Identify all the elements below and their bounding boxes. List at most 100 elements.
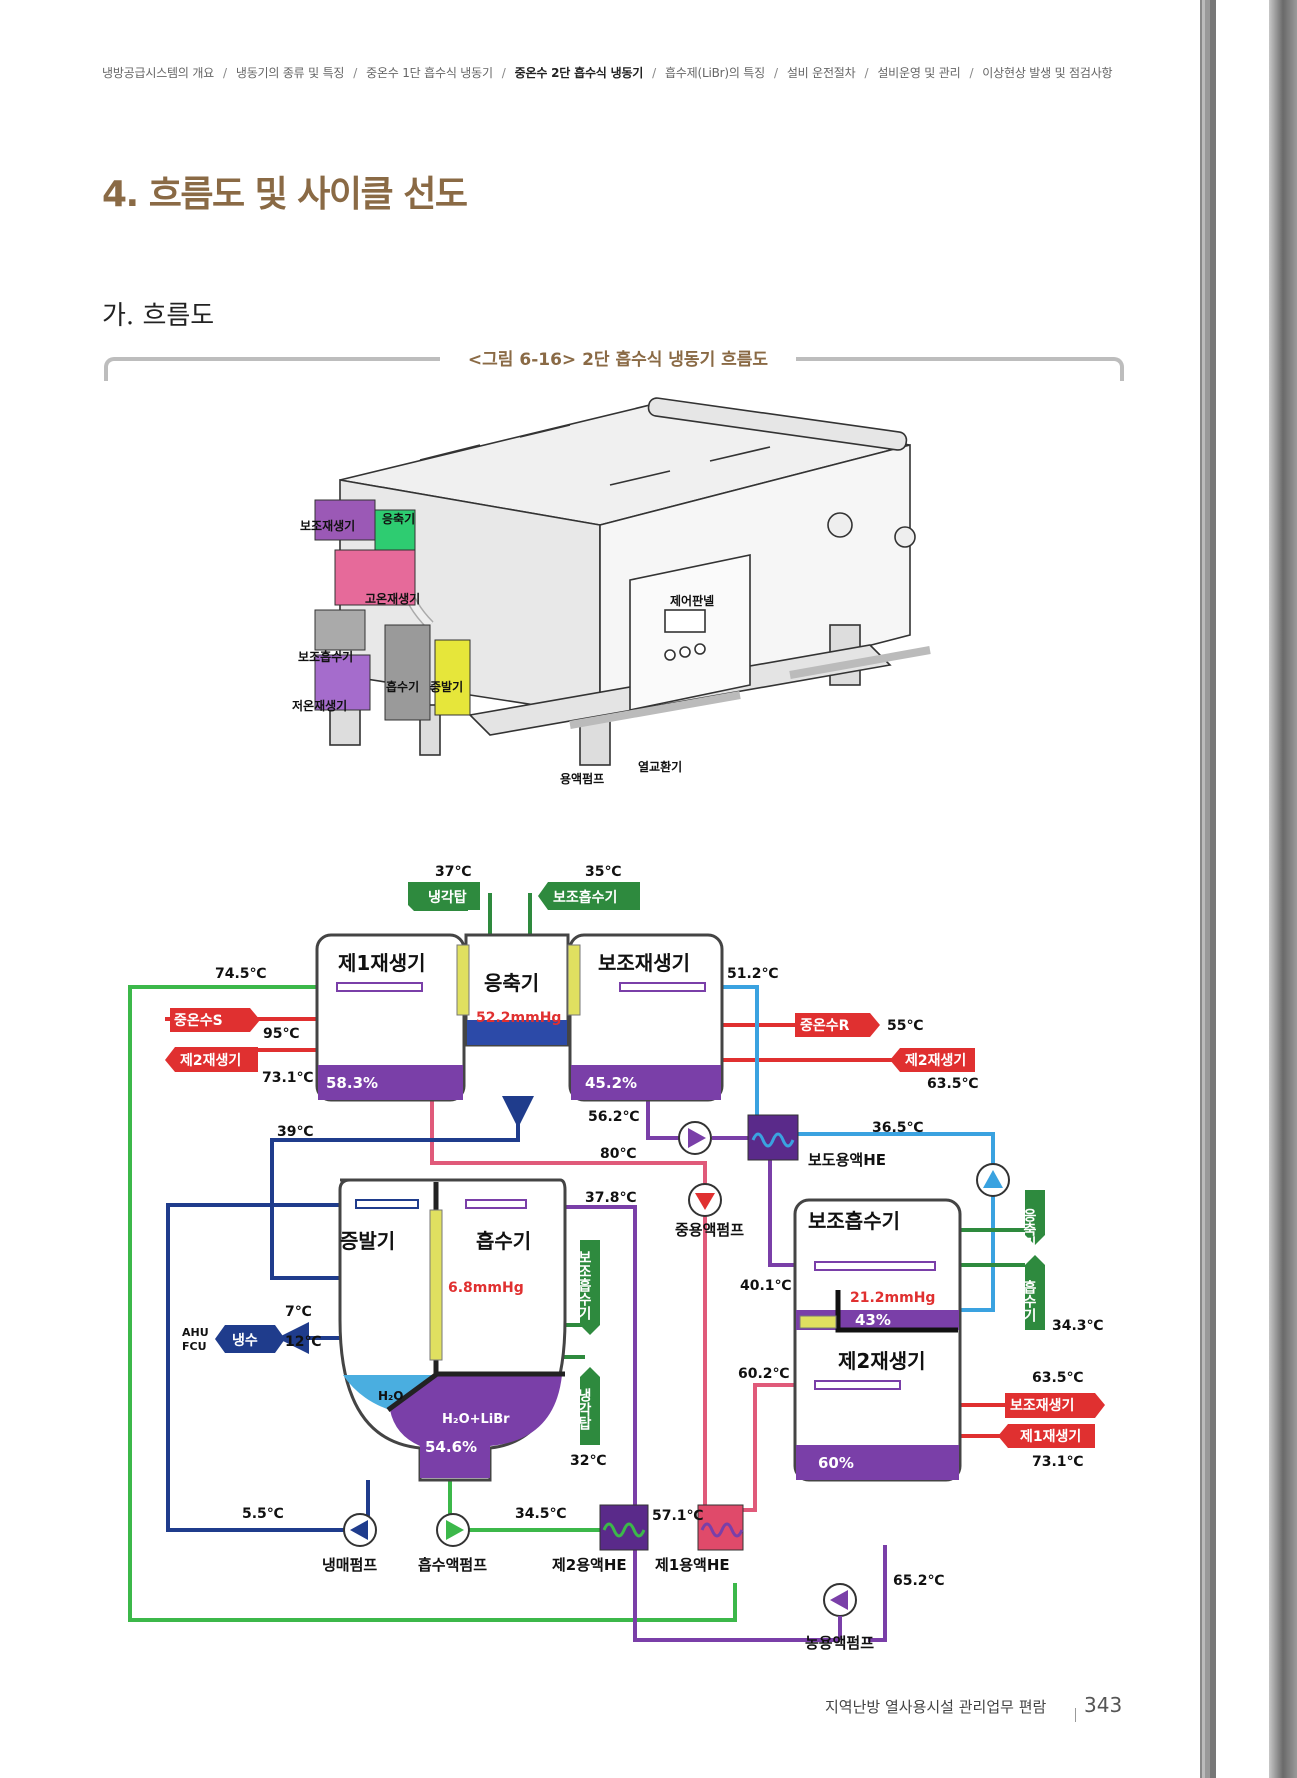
label-absorb-solution-pump: 흡수액펌프 xyxy=(418,1556,487,1574)
tag-v-absorber: 흡수기 xyxy=(1021,1279,1037,1323)
pressure-condenser: 52.2mmHg xyxy=(476,1010,561,1026)
section-title: 4. 흐름도 및 사이클 선도 xyxy=(102,174,468,215)
temp: 95℃ xyxy=(263,1026,299,1042)
label-aux-absorber: 보조흡수기 xyxy=(298,649,353,664)
conc-regen2: 60% xyxy=(818,1454,854,1472)
solution-he-1 xyxy=(697,1504,744,1551)
temp: 5.5℃ xyxy=(242,1506,284,1522)
label-ahu: AHU xyxy=(182,1326,209,1339)
temp: 35℃ xyxy=(585,864,621,880)
temp: 73.1℃ xyxy=(262,1070,314,1086)
label-condenser: 응축기 xyxy=(382,511,415,526)
label-refrigerant-pump: 냉매펌프 xyxy=(322,1556,377,1574)
vessel-aux-absorber: 보조흡수기 xyxy=(808,1209,900,1233)
temp: 37℃ xyxy=(435,864,471,880)
breadcrumb-separator: / xyxy=(652,66,656,80)
breadcrumb-item[interactable]: 냉방공급시스템의 개요 xyxy=(102,66,215,80)
temp: 56.2℃ xyxy=(588,1109,640,1125)
aux-regen-panel xyxy=(314,499,376,541)
high-regen-panel xyxy=(334,549,416,606)
label-control-panel: 제어판넬 xyxy=(670,593,714,608)
breadcrumb-separator: / xyxy=(501,66,506,80)
temp: 7℃ xyxy=(285,1304,312,1320)
tag-cooling-tower: 냉각탑 xyxy=(428,889,467,906)
label-mid-solution-pump: 중용액펌프 xyxy=(675,1221,744,1239)
tag-regen1: 제1재생기 xyxy=(1020,1429,1081,1445)
breadcrumb-item[interactable]: 흡수제(LiBr)의 특징 xyxy=(664,66,765,80)
label-solution-he1: 제1용액HE xyxy=(655,1556,730,1574)
temp: 65.2℃ xyxy=(893,1573,945,1589)
vessel-regen2: 제2재생기 xyxy=(838,1349,926,1373)
evaporator-panel xyxy=(434,639,471,716)
temp: 32℃ xyxy=(570,1453,606,1469)
breadcrumb-separator: / xyxy=(353,66,358,80)
footer-title: 지역난방 열사용시설 관리업무 편람 xyxy=(825,1698,1047,1716)
tag-v-cooling-tower: 냉각탑 xyxy=(576,1388,592,1431)
label-h2o: H₂O xyxy=(378,1389,404,1403)
vessel-absorber: 흡수기 xyxy=(476,1229,531,1253)
tag-v-condenser: 응축기 xyxy=(1021,1208,1037,1251)
label-high-regen: 고온재생기 xyxy=(365,591,420,606)
temp: 51.2℃ xyxy=(727,966,779,982)
pressure-absorber: 6.8mmHg xyxy=(448,1280,524,1296)
temp: 57.1℃ xyxy=(652,1508,704,1524)
label-solution-he2: 제2용액HE xyxy=(552,1556,627,1574)
tag-v-aux-absorber: 보조흡수기 xyxy=(576,1250,592,1321)
temp: 36.5℃ xyxy=(872,1120,924,1136)
breadcrumb-item[interactable]: 이상현상 발생 및 점검사항 xyxy=(982,66,1113,80)
tag-regen2-right: 제2재생기 xyxy=(905,1053,966,1069)
temp: 37.8℃ xyxy=(585,1190,637,1206)
breadcrumb-separator: / xyxy=(773,66,778,80)
temp: 60.2℃ xyxy=(738,1366,790,1382)
subsection-title: 가. 흐름도 xyxy=(102,301,215,331)
breadcrumb-separator: / xyxy=(864,66,869,80)
temp: 63.5℃ xyxy=(927,1076,979,1092)
conc-absorber: 54.6% xyxy=(425,1438,477,1456)
temp: 34.3℃ xyxy=(1052,1318,1104,1334)
temp: 73.1℃ xyxy=(1032,1454,1084,1470)
temp: 40.1℃ xyxy=(740,1278,792,1294)
temp: 74.5℃ xyxy=(215,966,267,982)
temp: 12℃ xyxy=(285,1334,321,1350)
label-fcu: FCU xyxy=(182,1340,207,1353)
breadcrumb-item-active[interactable]: 중온수 2단 흡수식 냉동기 xyxy=(514,66,644,80)
conc-regen1: 58.3% xyxy=(326,1074,378,1092)
breadcrumb-item[interactable]: 설비 운전절차 xyxy=(786,66,856,80)
breadcrumb: 냉방공급시스템의 개요 / 냉동기의 종류 및 특징 / 중온수 1단 흡수식 냉동기 /… xyxy=(102,64,1113,81)
temp: 39℃ xyxy=(277,1124,313,1140)
label-conc-solution-pump: 농용액펌프 xyxy=(805,1634,874,1650)
breadcrumb-item[interactable]: 냉동기의 종류 및 특징 xyxy=(235,66,345,80)
flow-diagram: 냉각탑 보조흡수기 중온수S 제2재생기 중온수R 제2재생기 보조재생기 제1… xyxy=(128,864,1105,1650)
temp: 55℃ xyxy=(887,1018,923,1034)
page-edge xyxy=(1269,0,1297,1778)
vessel-aux-regen: 보조재생기 xyxy=(598,951,690,975)
condenser-panel xyxy=(374,509,416,551)
label-heat-exchanger: 열교환기 xyxy=(638,759,682,774)
temp: 80℃ xyxy=(600,1146,636,1162)
temp: 34.5℃ xyxy=(515,1506,567,1522)
vessel-regen1: 제1재생기 xyxy=(338,951,426,975)
breadcrumb-item[interactable]: 설비운영 및 관리 xyxy=(877,66,961,80)
breadcrumb-separator: / xyxy=(969,66,974,80)
label-solution-pump: 용액펌프 xyxy=(560,771,604,786)
breadcrumb-item[interactable]: 중온수 1단 흡수식 냉동기 xyxy=(366,66,493,80)
label-h2o-libr: H₂O+LiBr xyxy=(442,1412,510,1427)
label-aux-solution-he: 보도용액HE xyxy=(808,1151,886,1169)
absorber-panel xyxy=(384,624,431,721)
conc-aux-regen: 45.2% xyxy=(585,1074,637,1092)
tag-regen2-left: 제2재생기 xyxy=(180,1053,241,1069)
page-number: 343 xyxy=(1084,1693,1123,1717)
aux-absorber-panel xyxy=(314,609,366,651)
tag-hot-water-r: 중온수R xyxy=(800,1018,850,1034)
label-absorber: 흡수기 xyxy=(386,679,419,694)
label-evaporator: 증발기 xyxy=(430,679,463,694)
conc-aux-abs: 43% xyxy=(855,1311,891,1329)
tag-hot-water-s: 중온수S xyxy=(174,1013,223,1029)
footer-divider xyxy=(1075,1708,1076,1722)
tag-chilled-water: 냉수 xyxy=(232,1333,258,1349)
pressure-aux: 21.2mmHg xyxy=(850,1290,935,1306)
tag-aux-absorber: 보조흡수기 xyxy=(553,889,617,906)
vessel-evaporator: 증발기 xyxy=(340,1229,395,1253)
machine-illustration: 보조재생기 응축기 고온재생기 보조흡수기 저온재생기 흡수기 증발기 제어판넬… xyxy=(292,397,931,786)
label-low-regen: 저온재생기 xyxy=(292,698,347,713)
